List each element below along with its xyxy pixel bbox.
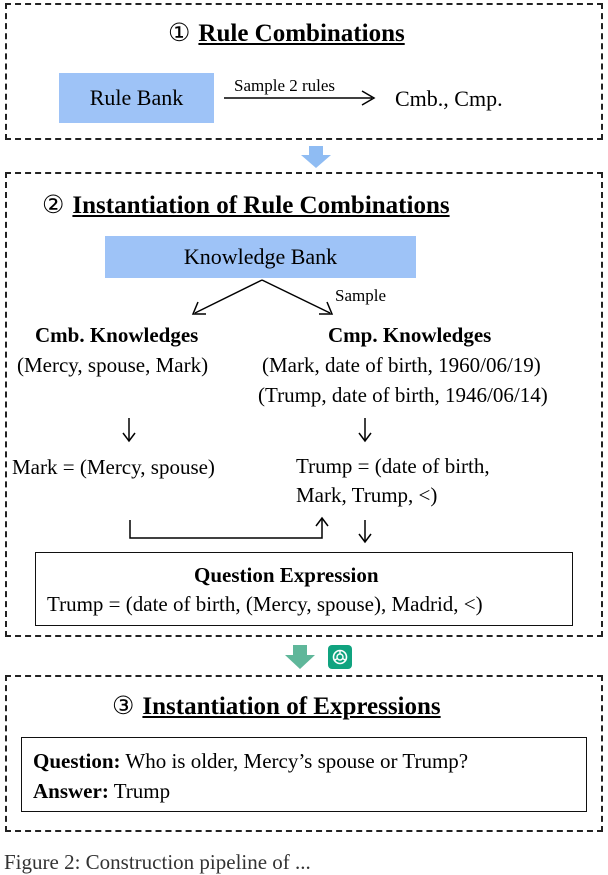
rule-combinations-panel [5, 3, 603, 140]
cmb-cmp-output: Cmb., Cmp. [395, 86, 503, 111]
question-down-arrowhead [358, 533, 372, 544]
cmp-expression-line2: Mark, Trump, <) [296, 483, 438, 507]
instantiation-expressions-panel [5, 675, 603, 832]
question-line: Question: Who is older, Mercy’s spouse o… [33, 749, 468, 774]
cmp-knowledges-heading: Cmp. Knowledges [328, 323, 492, 347]
section1-number: ① [168, 20, 191, 47]
cmb-knowledges-heading: Cmb. Knowledges [35, 323, 199, 347]
section3-title: ③ Instantiation of Expressions [112, 691, 441, 721]
answer-text: Trump [113, 779, 171, 803]
cmb-down-arrowhead [122, 432, 136, 443]
merge-bracket-arrowhead [315, 516, 329, 527]
question-expression-text: Trump = (date of birth, (Mercy, spouse),… [47, 592, 483, 616]
split-arrow-right [261, 279, 331, 314]
split-arrowhead-right [319, 301, 334, 315]
section1-title: ① Rule Combinations [168, 18, 405, 48]
answer-label: Answer: [33, 779, 109, 803]
sample-2-rules-label: Sample 2 rules [234, 76, 336, 95]
knowledge-bank-label: Knowledge Bank [183, 244, 338, 269]
blue-down-arrow [301, 146, 331, 168]
cmp-knowledge-item: (Trump, date of birth, 1946/06/14) [258, 383, 548, 407]
rule-bank-label: Rule Bank [89, 85, 184, 110]
split-arrow-left [194, 279, 263, 314]
question-label: Question: [33, 749, 121, 773]
instantiation-rules-panel [5, 172, 603, 637]
section3-title-text: Instantiation of Expressions [142, 693, 441, 720]
cmp-knowledge-item: (Mark, date of birth, 1960/06/19) [262, 353, 541, 377]
section2-title: ② Instantiation of Rule Combinations [42, 190, 450, 220]
knowledge-bank-box: Knowledge Bank [105, 236, 416, 278]
merge-bracket [129, 519, 323, 539]
cmp-expression-line1: Trump = (date of birth, [296, 454, 490, 478]
cmp-down-arrowhead [358, 432, 372, 443]
sample-label: Sample [335, 286, 386, 305]
cmb-knowledge-item: (Mercy, spouse, Mark) [17, 353, 209, 377]
green-down-arrow [285, 645, 315, 669]
section2-number: ② [42, 192, 65, 219]
section1-title-text: Rule Combinations [198, 20, 405, 47]
qa-box [21, 737, 587, 812]
answer-line: Answer: Trump [33, 779, 170, 804]
sample-rules-arrowhead [361, 90, 376, 106]
rule-bank-box: Rule Bank [59, 73, 214, 123]
question-text: Who is older, Mercy’s spouse or Trump? [125, 749, 469, 773]
split-arrowhead-left [191, 301, 206, 315]
cmb-expression: Mark = (Mercy, spouse) [12, 455, 215, 479]
section2-title-text: Instantiation of Rule Combinations [72, 192, 450, 219]
question-expression-heading: Question Expression [194, 563, 379, 587]
chatgpt-logo-icon [328, 645, 352, 669]
question-expression-box [35, 552, 573, 626]
section3-number: ③ [112, 693, 135, 720]
